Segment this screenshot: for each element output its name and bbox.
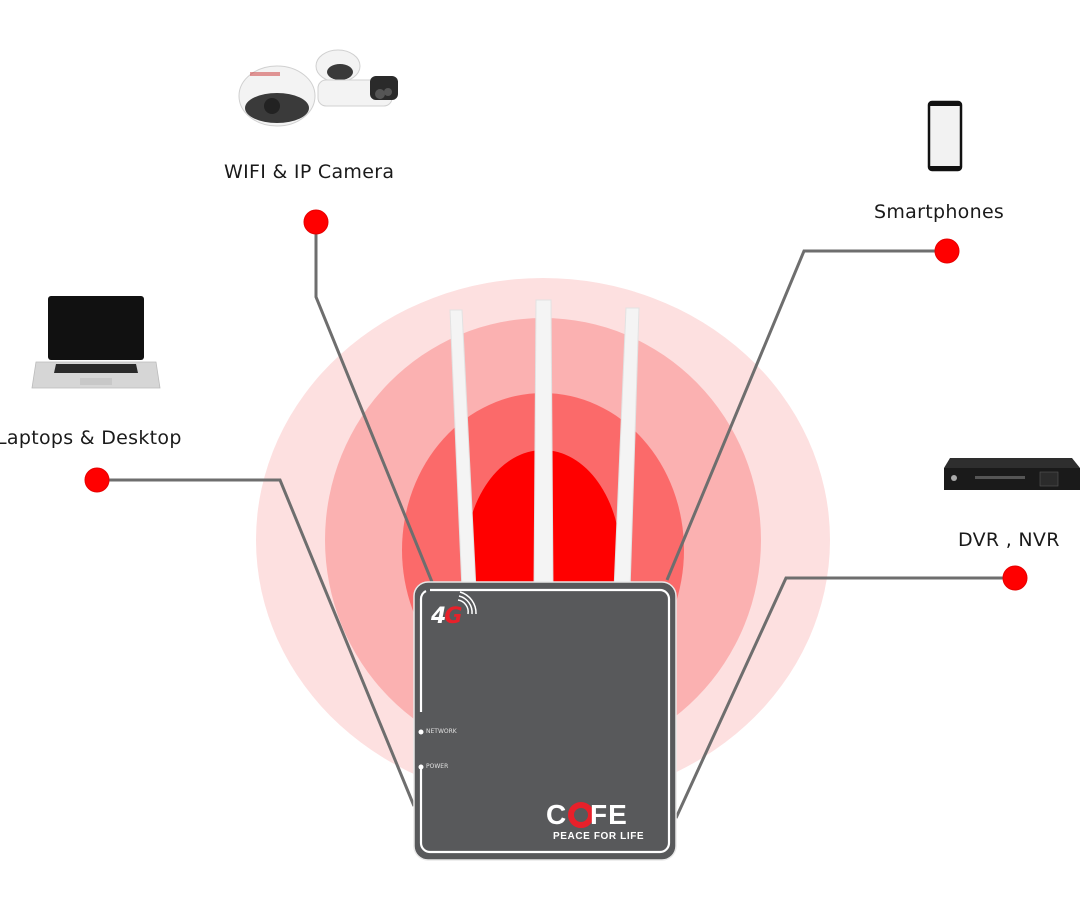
badge-4g: 4G [431, 604, 462, 629]
router [413, 581, 677, 861]
endpoint-camera[interactable] [303, 209, 329, 235]
connector-dvr [674, 576, 1015, 819]
brand-o-ring [568, 802, 594, 828]
indicator-network-label: NETWORK [426, 728, 457, 735]
power-led [418, 764, 424, 770]
smartphone-icon [927, 100, 963, 172]
router-body [413, 581, 677, 861]
brand-o: O [567, 799, 590, 830]
connector-lines [97, 222, 1015, 819]
indicator-power-label: POWER [426, 763, 449, 770]
brand-tagline: PEACE FOR LIFE [553, 831, 645, 842]
network-led [418, 729, 424, 735]
device-label-laptop: Laptops & Desktop [0, 427, 182, 449]
antenna-center [533, 299, 554, 591]
badge-letter: G [444, 604, 462, 629]
cctv-camera-icon [238, 49, 398, 127]
laptop-icon [31, 296, 161, 389]
device-label-camera: WIFI & IP Camera [224, 161, 395, 183]
endpoint-smartphone[interactable] [934, 238, 960, 264]
brand-c: C [546, 799, 568, 830]
connector-laptop [97, 478, 416, 807]
dvr-recorder-icon [944, 458, 1080, 490]
wifi-arcs-icon [457, 591, 477, 615]
device-label-dvr: DVR , NVR [958, 529, 1060, 551]
antennas [449, 299, 640, 591]
endpoint-laptop[interactable] [84, 467, 110, 493]
endpoint-dvr[interactable] [1002, 565, 1028, 591]
device-label-smartphone: Smartphones [874, 201, 1005, 223]
badge-digit: 4 [431, 604, 446, 629]
endpoint-dots [84, 209, 1028, 591]
connector-camera [314, 222, 434, 583]
connector-smartphone [665, 249, 947, 581]
brand-logo: COFE [546, 800, 628, 830]
brand-fe: FE [590, 799, 628, 830]
